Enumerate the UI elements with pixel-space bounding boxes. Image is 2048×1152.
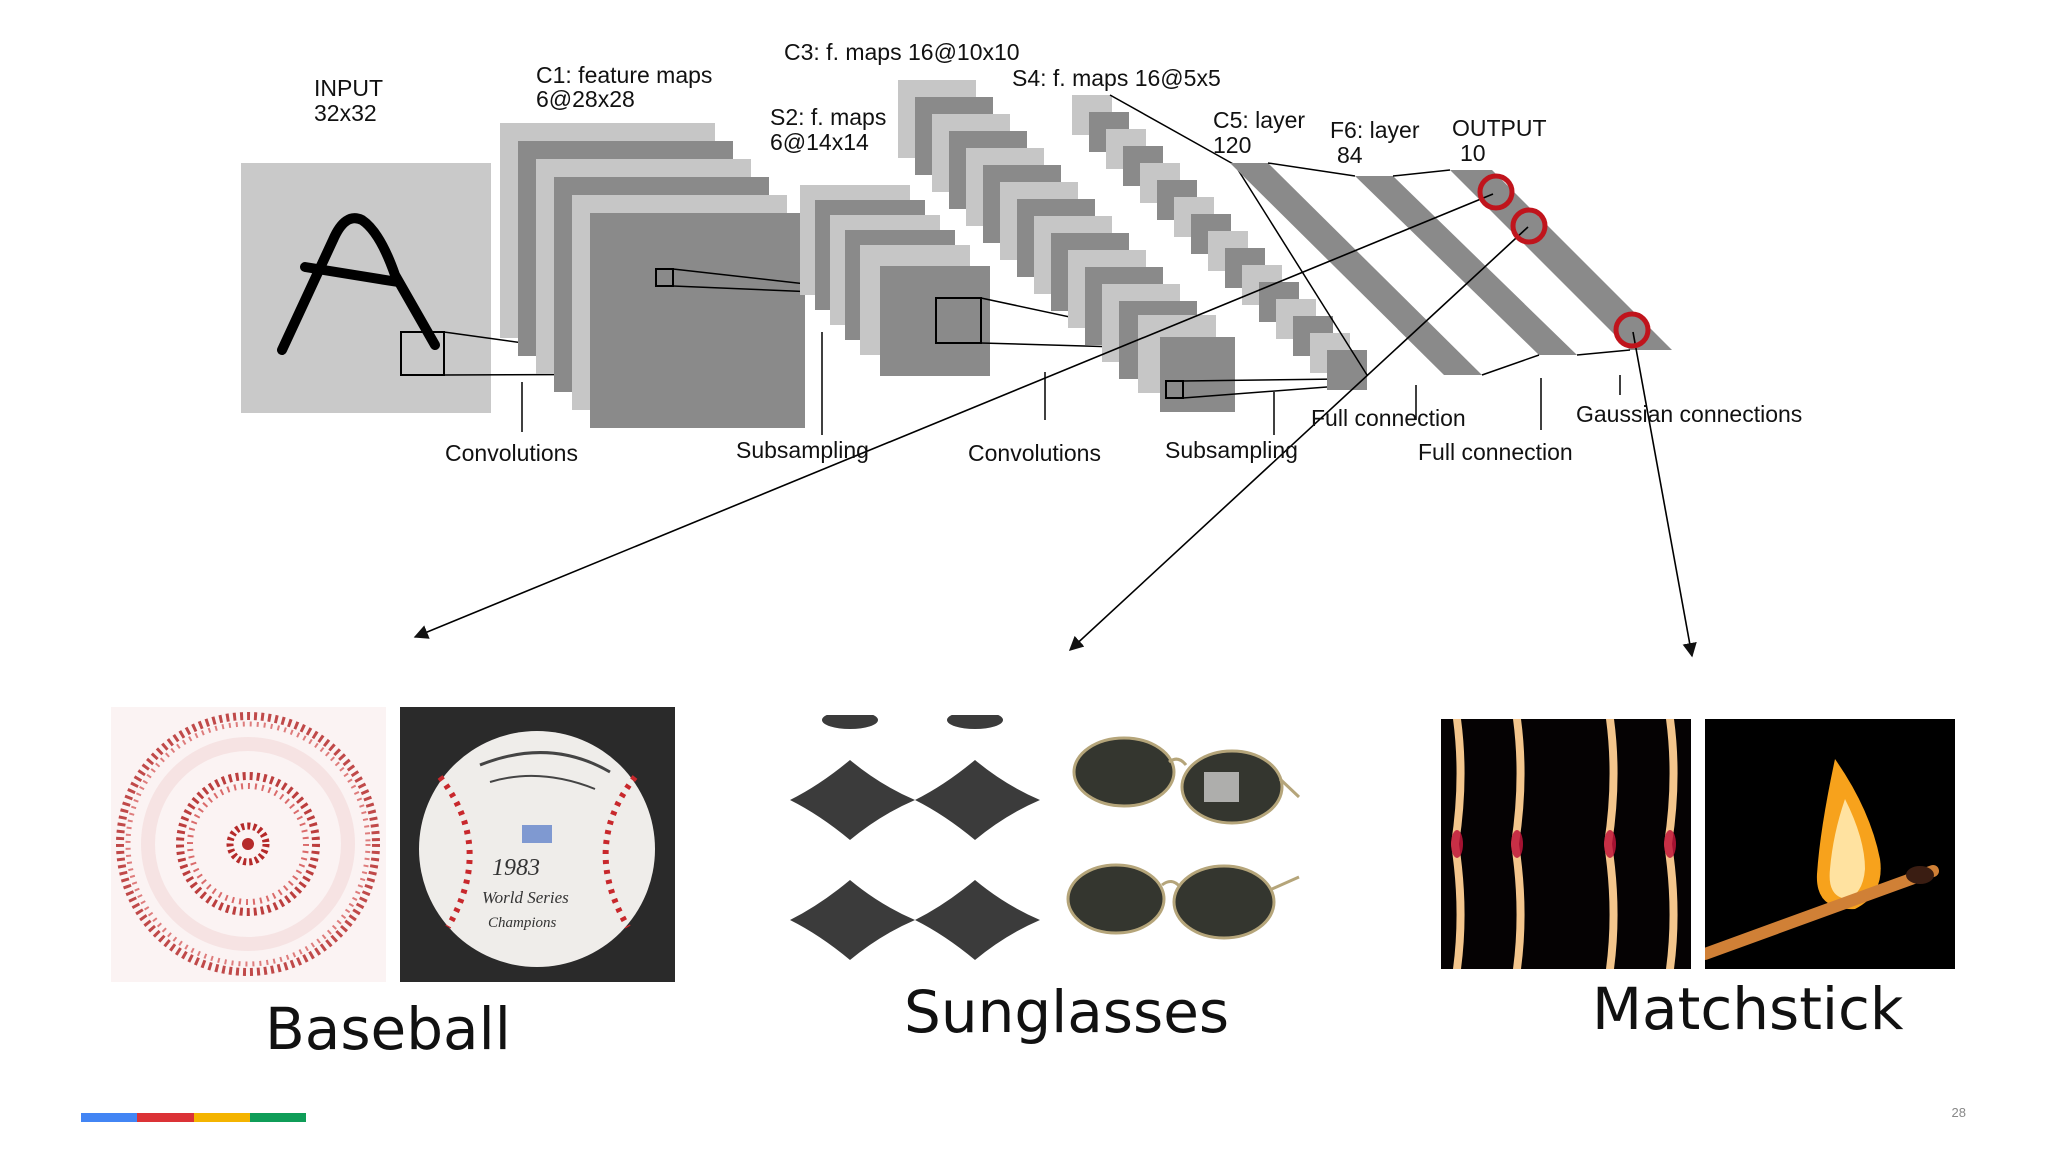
caption-sunglasses: Sunglasses (904, 978, 1230, 1046)
caption-baseball: Baseball (265, 995, 511, 1063)
sunglasses-photo (1054, 717, 1302, 967)
operation-label: Full connection (1311, 405, 1466, 431)
baseball-text-champions: Champions (488, 915, 557, 931)
activation-arrows (413, 193, 1697, 658)
operation-label: Full connection (1418, 439, 1573, 465)
dense-layers (1230, 162, 1672, 376)
baseball-photo: 1983 World Series Champions (400, 707, 675, 982)
matchstick-synthesized-image (1441, 719, 1691, 969)
operation-label: Subsampling (736, 437, 869, 463)
google-bar-green (249, 1113, 306, 1122)
s4-label: S4: f. maps 16@5x5 (1012, 65, 1221, 91)
highlighted-output-neurons (1477, 173, 1651, 349)
output-neuron-circle (1477, 173, 1515, 211)
baseball-text-year: 1983 (492, 855, 540, 881)
operation-tick-marks (521, 332, 1621, 435)
google-bar-blue (81, 1113, 138, 1122)
arrow-to-matchstick (1632, 331, 1697, 658)
google-color-bar (81, 1113, 306, 1122)
operation-label: Gaussian connections (1576, 401, 1802, 427)
s2-feature-maps (800, 185, 1225, 376)
page-number: 28 (1951, 1105, 1966, 1120)
arrow-to-sunglasses (1068, 226, 1529, 651)
operation-label: Convolutions (445, 440, 578, 466)
operation-label: Convolutions (968, 440, 1101, 466)
s4-feature-maps (1072, 94, 1368, 390)
baseball-text-series: World Series (482, 888, 569, 907)
output-neuron-circle (1510, 207, 1548, 245)
c3-label: C3: f. maps 16@10x10 (784, 39, 1020, 65)
baseball-synthesized-image (111, 707, 386, 982)
matchstick-photo (1705, 719, 1955, 969)
c1-feature-maps (500, 123, 913, 428)
google-bar-yellow (193, 1113, 250, 1122)
operation-label: Subsampling (1165, 437, 1298, 463)
c3-feature-maps (898, 80, 1341, 412)
sunglasses-synthesized-image (790, 715, 1040, 965)
input-layer (241, 163, 747, 413)
output-neuron-circle (1613, 311, 1651, 349)
google-bar-red (137, 1113, 194, 1122)
arrow-to-baseball (413, 193, 1494, 639)
caption-matchstick: Matchstick (1592, 975, 1904, 1043)
